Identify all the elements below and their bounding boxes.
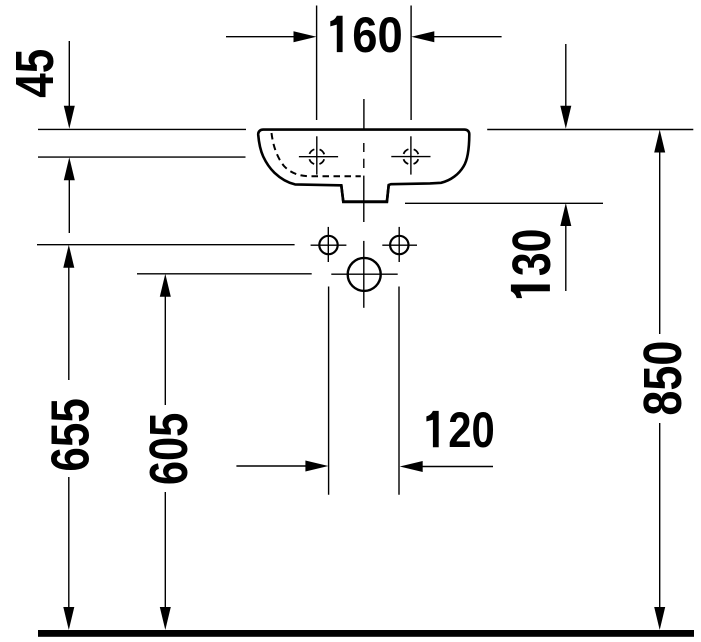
svg-text:60: 60: [352, 7, 403, 63]
svg-text:605: 605: [140, 413, 199, 486]
svg-text:20: 20: [448, 402, 495, 458]
svg-text:655: 655: [42, 398, 101, 472]
svg-text:850: 850: [634, 341, 693, 416]
svg-text:45: 45: [6, 49, 65, 98]
svg-text:30: 30: [503, 229, 562, 277]
